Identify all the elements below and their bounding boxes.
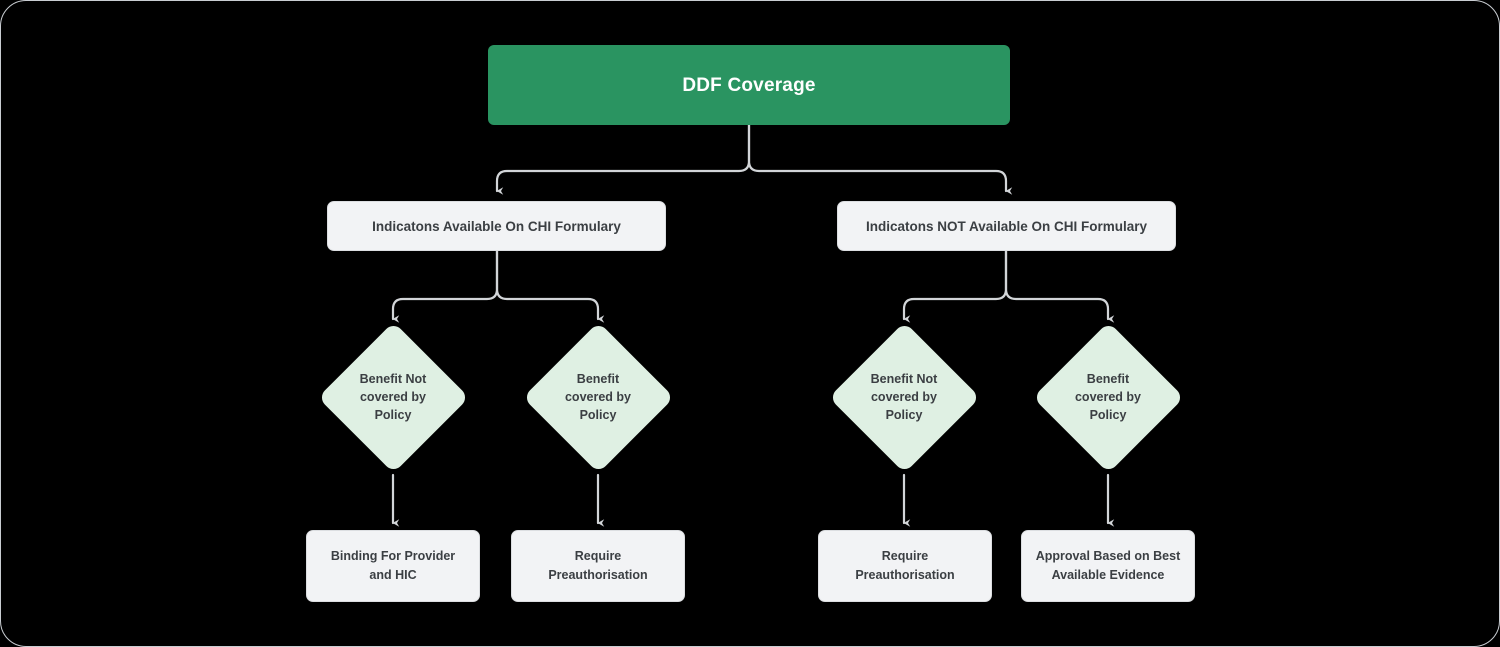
edge-left-branch-to-benefit-covered: [495, 249, 605, 323]
node-benefit-covered-2[interactable]: Benefit covered by Policy: [1032, 321, 1184, 473]
edge-left-branch-to-benefit-not-covered: [391, 249, 499, 323]
edge-right-branch-to-benefit-covered: [1004, 249, 1115, 323]
node-require-preauthorisation-2-label: Require Preauthorisation: [855, 549, 955, 582]
node-indications-available-label: Indicatons Available On CHI Formulary: [372, 218, 621, 234]
node-benefit-not-covered-2-label: Benefit Not covered by Policy: [870, 372, 938, 422]
node-benefit-not-covered-2[interactable]: Benefit Not covered by Policy: [828, 321, 980, 473]
edge-root-to-left-branch: [495, 123, 751, 195]
node-ddf-coverage-label: DDF Coverage: [682, 74, 816, 96]
node-ddf-coverage[interactable]: DDF Coverage: [488, 45, 1010, 125]
node-approval-based-on-best-available-evidence[interactable]: Approval Based on Best Available Evidenc…: [1021, 530, 1195, 602]
node-require-preauthorisation-1[interactable]: Require Preauthorisation: [511, 530, 685, 602]
node-benefit-covered-2-label: Benefit covered by Policy: [1074, 372, 1141, 422]
node-benefit-covered-1[interactable]: Benefit covered by Policy: [522, 321, 674, 473]
node-binding-for-provider-and-hic[interactable]: Binding For Provider and HIC: [306, 530, 480, 602]
node-indications-available[interactable]: Indicatons Available On CHI Formulary: [327, 201, 666, 251]
edge-root-to-right-branch: [747, 123, 1013, 195]
node-indications-not-available[interactable]: Indicatons NOT Available On CHI Formular…: [837, 201, 1176, 251]
node-indications-not-available-label: Indicatons NOT Available On CHI Formular…: [865, 218, 1148, 234]
node-benefit-not-covered-1[interactable]: Benefit Not covered by Policy: [317, 321, 469, 473]
node-benefit-not-covered-1-label: Benefit Not covered by Policy: [359, 372, 427, 422]
node-require-preauthorisation-1-label: Require Preauthorisation: [548, 549, 648, 582]
node-approval-based-on-best-available-evidence-label: Approval Based on Best Available Evidenc…: [1035, 549, 1181, 582]
edge-right-branch-to-benefit-not-covered: [902, 249, 1008, 323]
node-binding-for-provider-and-hic-label: Binding For Provider and HIC: [330, 549, 456, 582]
node-require-preauthorisation-2[interactable]: Require Preauthorisation: [818, 530, 992, 602]
node-benefit-covered-1-label: Benefit covered by Policy: [564, 372, 631, 422]
